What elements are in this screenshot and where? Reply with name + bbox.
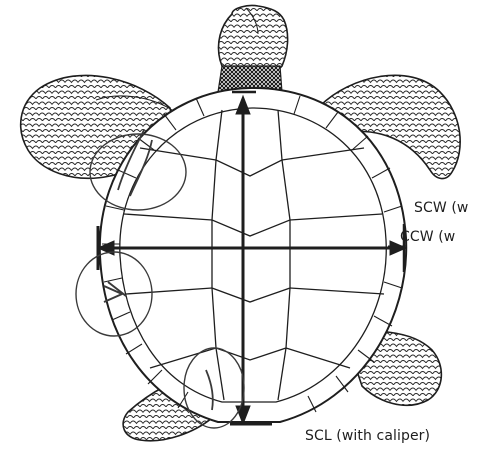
scw-label: SCW (w	[414, 200, 468, 216]
ccw-label: CCW (w	[400, 229, 455, 245]
scl-label: SCL (with caliper)	[305, 428, 430, 444]
turtle-head-icon	[218, 5, 288, 92]
turtle-shell-icon	[100, 88, 406, 422]
